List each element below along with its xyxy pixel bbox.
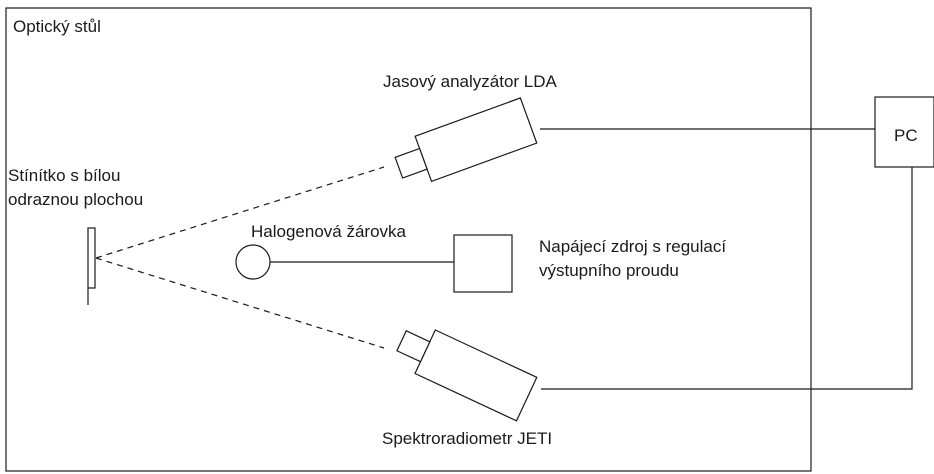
screen-label-line1: Stínítko s bílou <box>8 166 120 185</box>
power-supply <box>453 234 513 293</box>
pc-label: PC <box>894 126 918 145</box>
jeti-device <box>396 329 538 422</box>
optical-table-label: Optický stůl <box>13 17 101 36</box>
power-supply-label-line1: Napájecí zdroj s regulací <box>539 237 726 256</box>
lda-body <box>414 97 538 183</box>
halogen-lamp <box>235 244 271 280</box>
pc-box <box>874 96 934 168</box>
jeti-body <box>414 329 538 422</box>
screen-label-line2: odraznou plochou <box>8 190 143 209</box>
optical-table-frame <box>5 7 812 472</box>
lda-device <box>394 97 538 183</box>
jeti-label: Spektroradiometr JETI <box>382 429 552 448</box>
power-supply-label-line2: výstupního proudu <box>539 261 679 280</box>
lda-lens <box>394 147 428 179</box>
jeti-lens <box>396 330 431 363</box>
reflective-screen <box>87 227 96 289</box>
halogen-lamp-label: Halogenová žárovka <box>251 222 407 241</box>
sight-line-lda <box>95 166 385 259</box>
lda-label: Jasový analyzátor LDA <box>383 72 558 91</box>
jeti-cable <box>541 167 913 390</box>
